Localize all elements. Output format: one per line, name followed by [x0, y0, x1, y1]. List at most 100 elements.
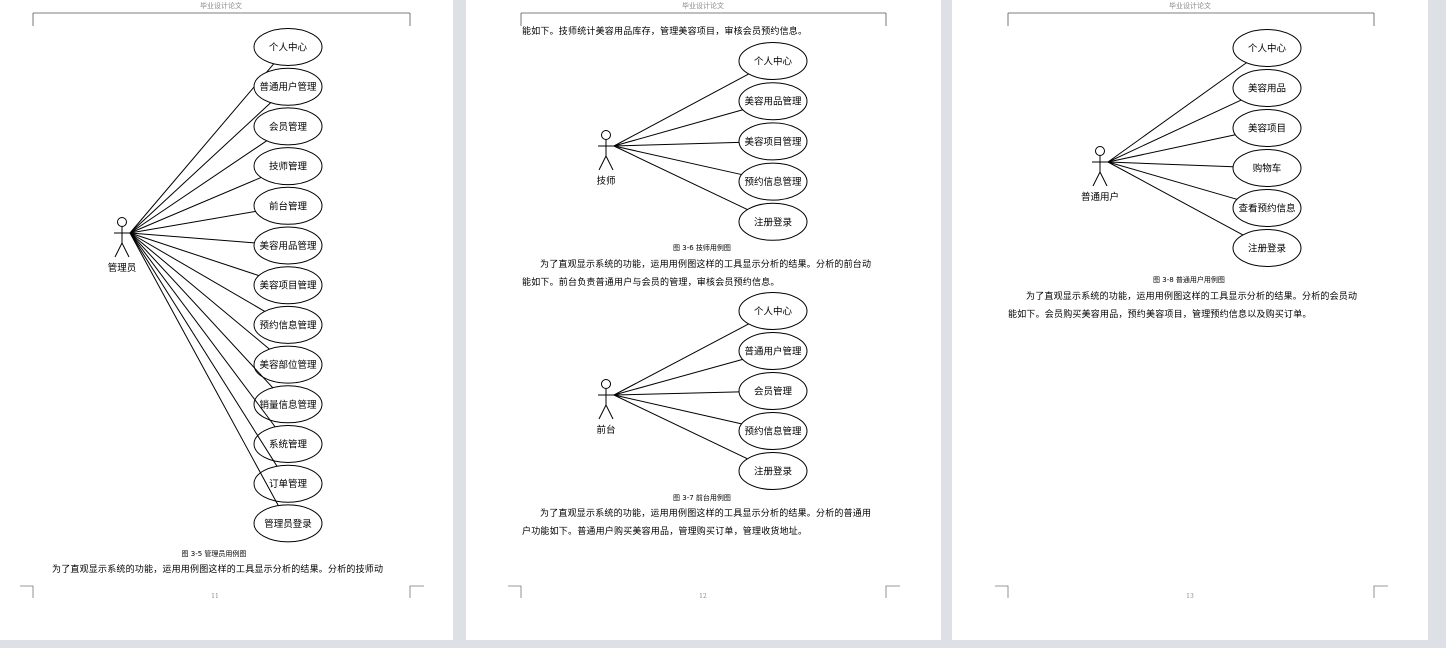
use-case-ellipse [738, 82, 808, 121]
actor-figure [598, 379, 614, 420]
use-case-ellipse [253, 305, 323, 344]
use-case-ellipse [253, 28, 323, 66]
body-paragraph-line: 能如下。会员购买美容用品，预约美容项目，管理预约信息以及购买订单。 [1008, 310, 1312, 320]
use-case-label: 查看预约信息 [1238, 203, 1295, 215]
use-case-ellipse [738, 452, 808, 490]
association-line [613, 141, 740, 147]
use-case-label: 会员管理 [754, 386, 793, 398]
association-line [613, 109, 743, 147]
page-header: 毕业设计论文 [200, 2, 242, 10]
admin-use-case-diagram: 管理员个人中心普通用户管理会员管理技师管理前台管理美容用品管理美容项目管理预约信… [108, 28, 323, 543]
actor-label: 技师 [596, 175, 615, 187]
association-line [1107, 99, 1242, 163]
use-case-ellipse [738, 372, 808, 410]
use-case-ellipse [738, 332, 808, 370]
actor-label: 管理员 [108, 262, 137, 274]
association-line [613, 394, 742, 425]
page-11-graphics: 管理员个人中心普通用户管理会员管理技师管理前台管理美容用品管理美容项目管理预约信… [20, 12, 424, 598]
use-case-label: 美容部位管理 [259, 359, 317, 371]
association-line [613, 145, 742, 176]
body-paragraph-line: 为了直观显示系统的功能，运用用例图这样的工具显示分析的结果。分析的前台动 [540, 260, 872, 270]
use-case-ellipse [1232, 29, 1302, 67]
use-case-label: 预约信息管理 [744, 426, 802, 438]
association-line [1107, 134, 1236, 163]
use-case-ellipse [253, 385, 323, 424]
page-number: 12 [699, 593, 707, 600]
association-line [613, 391, 740, 396]
body-paragraph-line: 为了直观显示系统的功能，运用用例图这样的工具显示分析的结果。分析的会员动 [1026, 292, 1358, 302]
use-case-label: 注册登录 [754, 216, 793, 228]
use-case-ellipse [738, 122, 808, 161]
association-line [613, 358, 743, 396]
use-case-ellipse [1232, 149, 1302, 187]
use-case-ellipse [253, 186, 323, 225]
use-case-ellipse [738, 292, 808, 330]
association-line [1107, 161, 1238, 200]
association-line [1107, 161, 1244, 236]
association-line [129, 177, 262, 234]
document-page-13: 普通用户个人中心美容用品美容项目购物车查看预约信息注册登录 毕业设计论文 图 3… [952, 0, 1428, 640]
use-case-ellipse [738, 162, 808, 201]
use-case-ellipse [253, 425, 323, 463]
use-case-label: 个人中心 [754, 56, 793, 68]
use-case-label: 个人中心 [754, 306, 793, 318]
use-case-ellipse [253, 266, 323, 305]
use-case-label: 前台管理 [269, 200, 308, 212]
association-line [129, 63, 275, 234]
page-number: 11 [211, 593, 219, 600]
use-case-ellipse [1232, 69, 1302, 107]
body-paragraph-line: 为了直观显示系统的功能，运用用例图这样的工具显示分析的结果。分析的普通用 [540, 509, 872, 519]
use-case-label: 个人中心 [1248, 43, 1287, 55]
page-header: 毕业设计论文 [682, 2, 724, 10]
use-case-ellipse [253, 67, 323, 106]
association-line [129, 232, 276, 428]
use-case-ellipse [253, 107, 323, 146]
figure-caption: 图 3-5 管理员用例图 [181, 550, 247, 558]
association-line [613, 323, 749, 396]
use-case-label: 购物车 [1253, 163, 1282, 175]
association-line [129, 210, 256, 234]
use-case-label: 美容项目 [1248, 123, 1286, 135]
figure-caption: 图 3-7 前台用例图 [673, 494, 731, 502]
page-number: 13 [1186, 593, 1194, 600]
use-case-label: 订单管理 [269, 478, 308, 490]
association-line [129, 140, 267, 234]
use-case-label: 普通用户管理 [259, 81, 317, 93]
use-case-ellipse [738, 42, 808, 80]
use-case-ellipse [1232, 189, 1302, 227]
figure-caption: 图 3-6 技师用例图 [673, 244, 731, 252]
association-line [1107, 161, 1234, 168]
use-case-label: 系统管理 [269, 439, 308, 451]
page-header: 毕业设计论文 [1169, 2, 1211, 10]
use-case-label: 预约信息管理 [744, 176, 802, 188]
use-case-ellipse [253, 504, 323, 543]
association-line [613, 394, 748, 460]
body-paragraph-line: 能如下。前台负责普通用户与会员的管理，审核会员预约信息。 [522, 278, 780, 288]
actor-figure [598, 130, 614, 171]
document-page-12: 技师个人中心美容用品管理美容项目管理预约信息管理注册登录 前台个人中心普通用户管… [466, 0, 941, 640]
use-case-label: 管理员登录 [264, 518, 312, 530]
association-line [613, 73, 749, 147]
document-page-11: 管理员个人中心普通用户管理会员管理技师管理前台管理美容用品管理美容项目管理预约信… [0, 0, 453, 640]
actor-label: 普通用户 [1081, 191, 1119, 203]
use-case-label: 美容项目管理 [744, 136, 802, 148]
association-line [129, 232, 279, 506]
use-case-ellipse [1232, 109, 1302, 147]
figure-caption: 图 3-8 普通用户用例图 [1153, 276, 1225, 284]
use-case-ellipse [738, 202, 808, 241]
use-case-ellipse [253, 345, 323, 384]
use-case-label: 美容用品管理 [744, 96, 802, 108]
association-line [1107, 62, 1247, 163]
use-case-ellipse [253, 226, 323, 265]
association-line [129, 232, 266, 312]
association-line [129, 232, 260, 277]
body-paragraph-line: 户功能如下。普通用户购买美容用品，管理购买订单，管理收货地址。 [522, 527, 808, 537]
use-case-label: 美容用品管理 [259, 240, 317, 252]
association-line [129, 102, 272, 234]
association-line [613, 145, 748, 211]
body-paragraph-line: 能如下。技师统计美容用品库存，管理美容项目，审核会员预约信息。 [522, 27, 808, 37]
use-case-label: 会员管理 [269, 121, 308, 133]
